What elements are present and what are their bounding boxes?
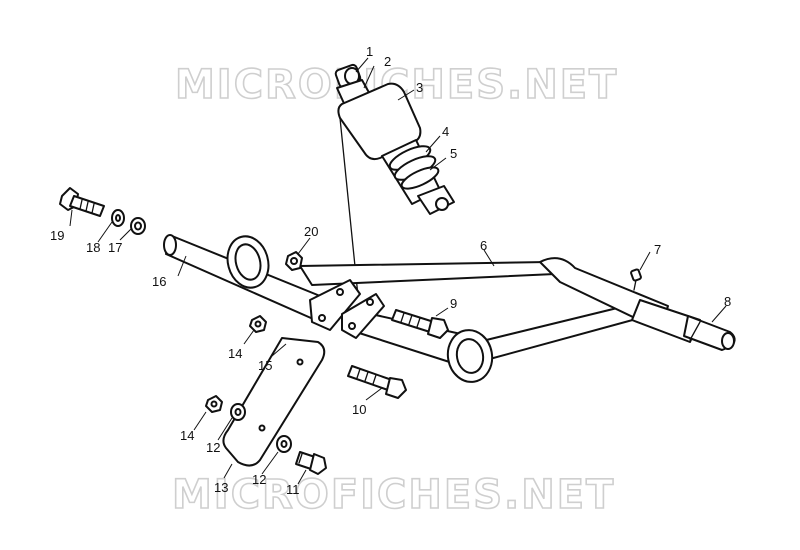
bolt-11 [295,451,327,475]
callout-4: 4 [442,124,449,139]
washer-12-upper [230,403,246,421]
callout-12-lower: 12 [252,472,266,487]
washer-12-lower [276,435,292,453]
pivot-tube [163,234,331,323]
callout-8: 8 [724,294,731,309]
bolt-9 [391,309,449,339]
callout-15: 15 [258,358,272,373]
callout-18: 18 [86,240,100,255]
callout-17: 17 [108,240,122,255]
callout-6: 6 [480,238,487,253]
shock-absorber [334,63,455,297]
callout-labels: 1 2 3 4 5 6 7 8 9 10 11 12 12 13 14 14 1… [50,44,731,497]
callout-14-lower: 14 [180,428,194,443]
callout-20: 20 [304,224,318,239]
callout-7: 7 [654,242,661,257]
swing-arm [299,257,736,361]
callout-10: 10 [352,402,366,417]
callout-14-upper: 14 [228,346,242,361]
callout-2: 2 [384,54,391,69]
callout-19: 19 [50,228,64,243]
callout-3: 3 [416,80,423,95]
bolt-10 [347,365,407,399]
lower-pivot-tube [355,311,494,383]
callout-13: 13 [214,480,228,495]
nut-14-upper [249,315,267,333]
washer-18 [111,209,125,227]
watermark-bottom: MICROFICHES.NET [172,472,615,518]
callout-1: 1 [366,44,373,59]
callout-12-upper: 12 [206,440,220,455]
bolt-19 [59,187,105,217]
callout-11: 11 [286,482,300,497]
mounting-plates [309,279,385,339]
leader-lines [69,57,727,485]
callout-9: 9 [450,296,457,311]
washer-17 [130,217,146,235]
bolt-7 [630,268,642,291]
link-arm [222,337,326,467]
nut-20 [285,251,303,271]
callout-16: 16 [152,274,166,289]
nut-14-lower [205,395,223,413]
callout-5: 5 [450,146,457,161]
